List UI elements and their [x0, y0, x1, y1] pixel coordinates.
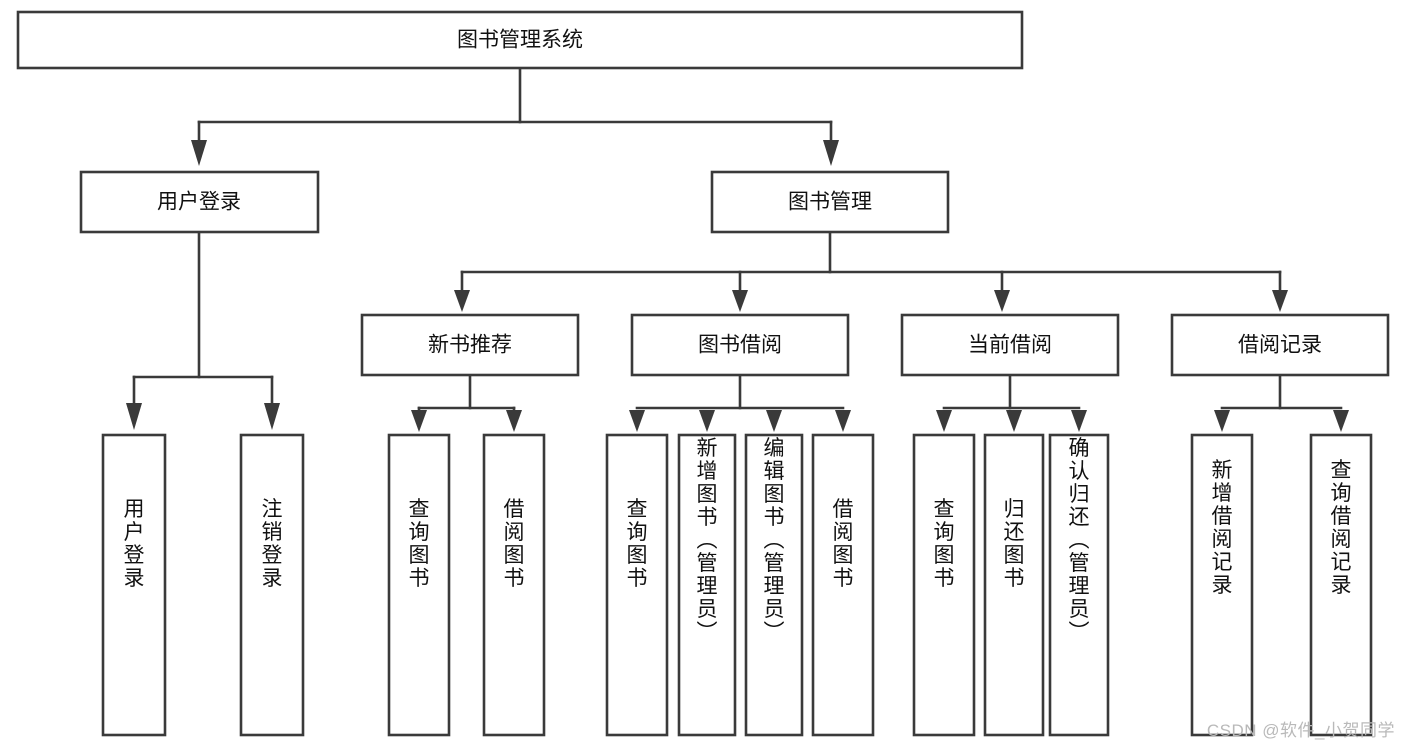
node-leaf-query-book-3-label: 查询图书 — [934, 498, 955, 590]
edge-current-borrow-to-leaves — [936, 373, 1087, 432]
node-current-borrow-box[interactable] — [900, 313, 1120, 377]
connector-layer — [126, 66, 1349, 432]
arrow-head-leaf-borrow-1 — [506, 410, 522, 432]
node-new-book-recommend-label: 新书推荐 — [428, 334, 512, 357]
edge-root-to-level1 — [191, 66, 839, 166]
node-leaf-query-book-2-label: 查询图书 — [627, 498, 648, 590]
node-leaf-borrow-book-1[interactable]: 借阅图书 — [482, 433, 546, 737]
node-leaf-confirm-return-box[interactable] — [1048, 433, 1110, 737]
node-leaf-add-book[interactable]: 新增图书︵管理员︶ — [677, 433, 737, 737]
arrow-head-leaf-add-book — [699, 410, 715, 432]
arrow-head-user-login — [191, 140, 207, 166]
arrow-head-current-borrow — [994, 290, 1010, 312]
edge-book-borrow-to-leaves — [629, 373, 851, 432]
node-borrow-record-box[interactable] — [1170, 313, 1390, 377]
node-leaf-borrow-book-2[interactable]: 借阅图书 — [811, 433, 875, 737]
arrow-head-book-management — [823, 140, 839, 166]
node-leaf-edit-book[interactable]: 编辑图书︵管理员︶ — [744, 433, 804, 737]
node-borrow-record-label: 借阅记录 — [1238, 334, 1322, 357]
node-root-label: 图书管理系统 — [457, 29, 583, 52]
node-leaf-borrow-book-2-box[interactable] — [811, 433, 875, 737]
arrow-head-leaf-add-record — [1214, 410, 1230, 432]
arrow-head-leaf-edit-book — [766, 410, 782, 432]
node-leaf-query-book-2-box[interactable] — [605, 433, 669, 737]
node-leaf-edit-book-box[interactable] — [744, 433, 804, 737]
node-book-management-label: 图书管理 — [788, 191, 872, 214]
node-current-borrow-label: 当前借阅 — [968, 334, 1052, 357]
node-leaf-return-book-label: 归还图书 — [1004, 498, 1025, 590]
node-leaf-query-book-3-box[interactable] — [912, 433, 976, 737]
node-new-book-recommend-box[interactable] — [360, 313, 580, 377]
node-leaf-add-borrow-record-label: 新增借阅记录 — [1212, 459, 1233, 597]
node-leaf-user-login-label: 用户登录 — [124, 498, 145, 590]
arrow-head-new-book — [454, 290, 470, 312]
arrow-head-leaf-return-book — [1006, 410, 1022, 432]
edge-user-login-to-leaves — [126, 230, 280, 430]
node-current-borrow[interactable]: 当前借阅 — [900, 313, 1120, 377]
node-book-borrow[interactable]: 图书借阅 — [630, 313, 850, 377]
node-leaf-add-borrow-record-box[interactable] — [1190, 433, 1254, 737]
node-book-management[interactable]: 图书管理 — [710, 170, 950, 234]
node-leaf-edit-book-label: 编辑图书︵管理员︶ — [764, 437, 785, 644]
node-leaf-logout-login[interactable]: 注销登录 — [239, 433, 305, 737]
node-user-login-label: 用户登录 — [157, 191, 241, 214]
edge-book-management-to-level2 — [454, 230, 1288, 312]
node-leaf-borrow-book-1-box[interactable] — [482, 433, 546, 737]
node-leaf-return-book-box[interactable] — [983, 433, 1045, 737]
arrow-head-leaf-logout — [264, 403, 280, 430]
arrow-head-leaf-query-2 — [629, 410, 645, 432]
node-borrow-record[interactable]: 借阅记录 — [1170, 313, 1390, 377]
arrow-head-leaf-query-1 — [411, 410, 427, 432]
arrow-head-book-borrow — [732, 290, 748, 312]
node-leaf-confirm-return-label: 确认归还︵管理员︶ — [1069, 437, 1090, 644]
node-new-book-recommend[interactable]: 新书推荐 — [360, 313, 580, 377]
node-leaf-query-book-2[interactable]: 查询图书 — [605, 433, 669, 737]
node-leaf-query-book-1-box[interactable] — [387, 433, 451, 737]
arrow-head-leaf-query-record — [1333, 410, 1349, 432]
arrow-head-leaf-confirm-return — [1071, 410, 1087, 432]
node-book-borrow-box[interactable] — [630, 313, 850, 377]
node-leaf-user-login-box[interactable] — [101, 433, 167, 737]
node-leaf-borrow-book-1-label: 借阅图书 — [504, 498, 525, 590]
node-root-box[interactable] — [16, 10, 1024, 70]
node-leaf-query-book-3[interactable]: 查询图书 — [912, 433, 976, 737]
node-leaf-return-book[interactable]: 归还图书 — [983, 433, 1045, 737]
arrow-head-leaf-borrow-2 — [835, 410, 851, 432]
node-leaf-query-book-1-label: 查询图书 — [409, 498, 430, 590]
node-root[interactable]: 图书管理系统 — [16, 10, 1024, 70]
node-book-borrow-label: 图书借阅 — [698, 334, 782, 357]
edge-borrow-record-to-leaves — [1214, 373, 1349, 432]
node-leaf-add-book-label: 新增图书︵管理员︶ — [697, 437, 718, 644]
arrow-head-leaf-query-3 — [936, 410, 952, 432]
node-leaf-query-book-1[interactable]: 查询图书 — [387, 433, 451, 737]
node-leaf-confirm-return[interactable]: 确认归还︵管理员︶ — [1048, 433, 1110, 737]
node-leaf-logout-login-label: 注销登录 — [262, 498, 283, 590]
node-book-management-box[interactable] — [710, 170, 950, 234]
node-leaf-add-book-box[interactable] — [677, 433, 737, 737]
csdn-watermark: CSDN @软件_小贺同学 — [1206, 721, 1395, 740]
node-leaf-query-borrow-record[interactable]: 查询借阅记录 — [1309, 433, 1373, 737]
node-leaf-borrow-book-2-label: 借阅图书 — [833, 498, 854, 590]
arrow-head-borrow-record — [1272, 290, 1288, 312]
node-user-login[interactable]: 用户登录 — [79, 170, 320, 234]
edge-new-book-to-leaves — [411, 373, 522, 432]
node-leaf-user-login[interactable]: 用户登录 — [101, 433, 167, 737]
node-leaf-query-borrow-record-box[interactable] — [1309, 433, 1373, 737]
arrow-head-leaf-user-login — [126, 403, 142, 430]
node-leaf-logout-login-box[interactable] — [239, 433, 305, 737]
node-leaf-query-borrow-record-label: 查询借阅记录 — [1331, 459, 1352, 597]
node-leaf-add-borrow-record[interactable]: 新增借阅记录 — [1190, 433, 1254, 737]
node-user-login-box[interactable] — [79, 170, 320, 234]
